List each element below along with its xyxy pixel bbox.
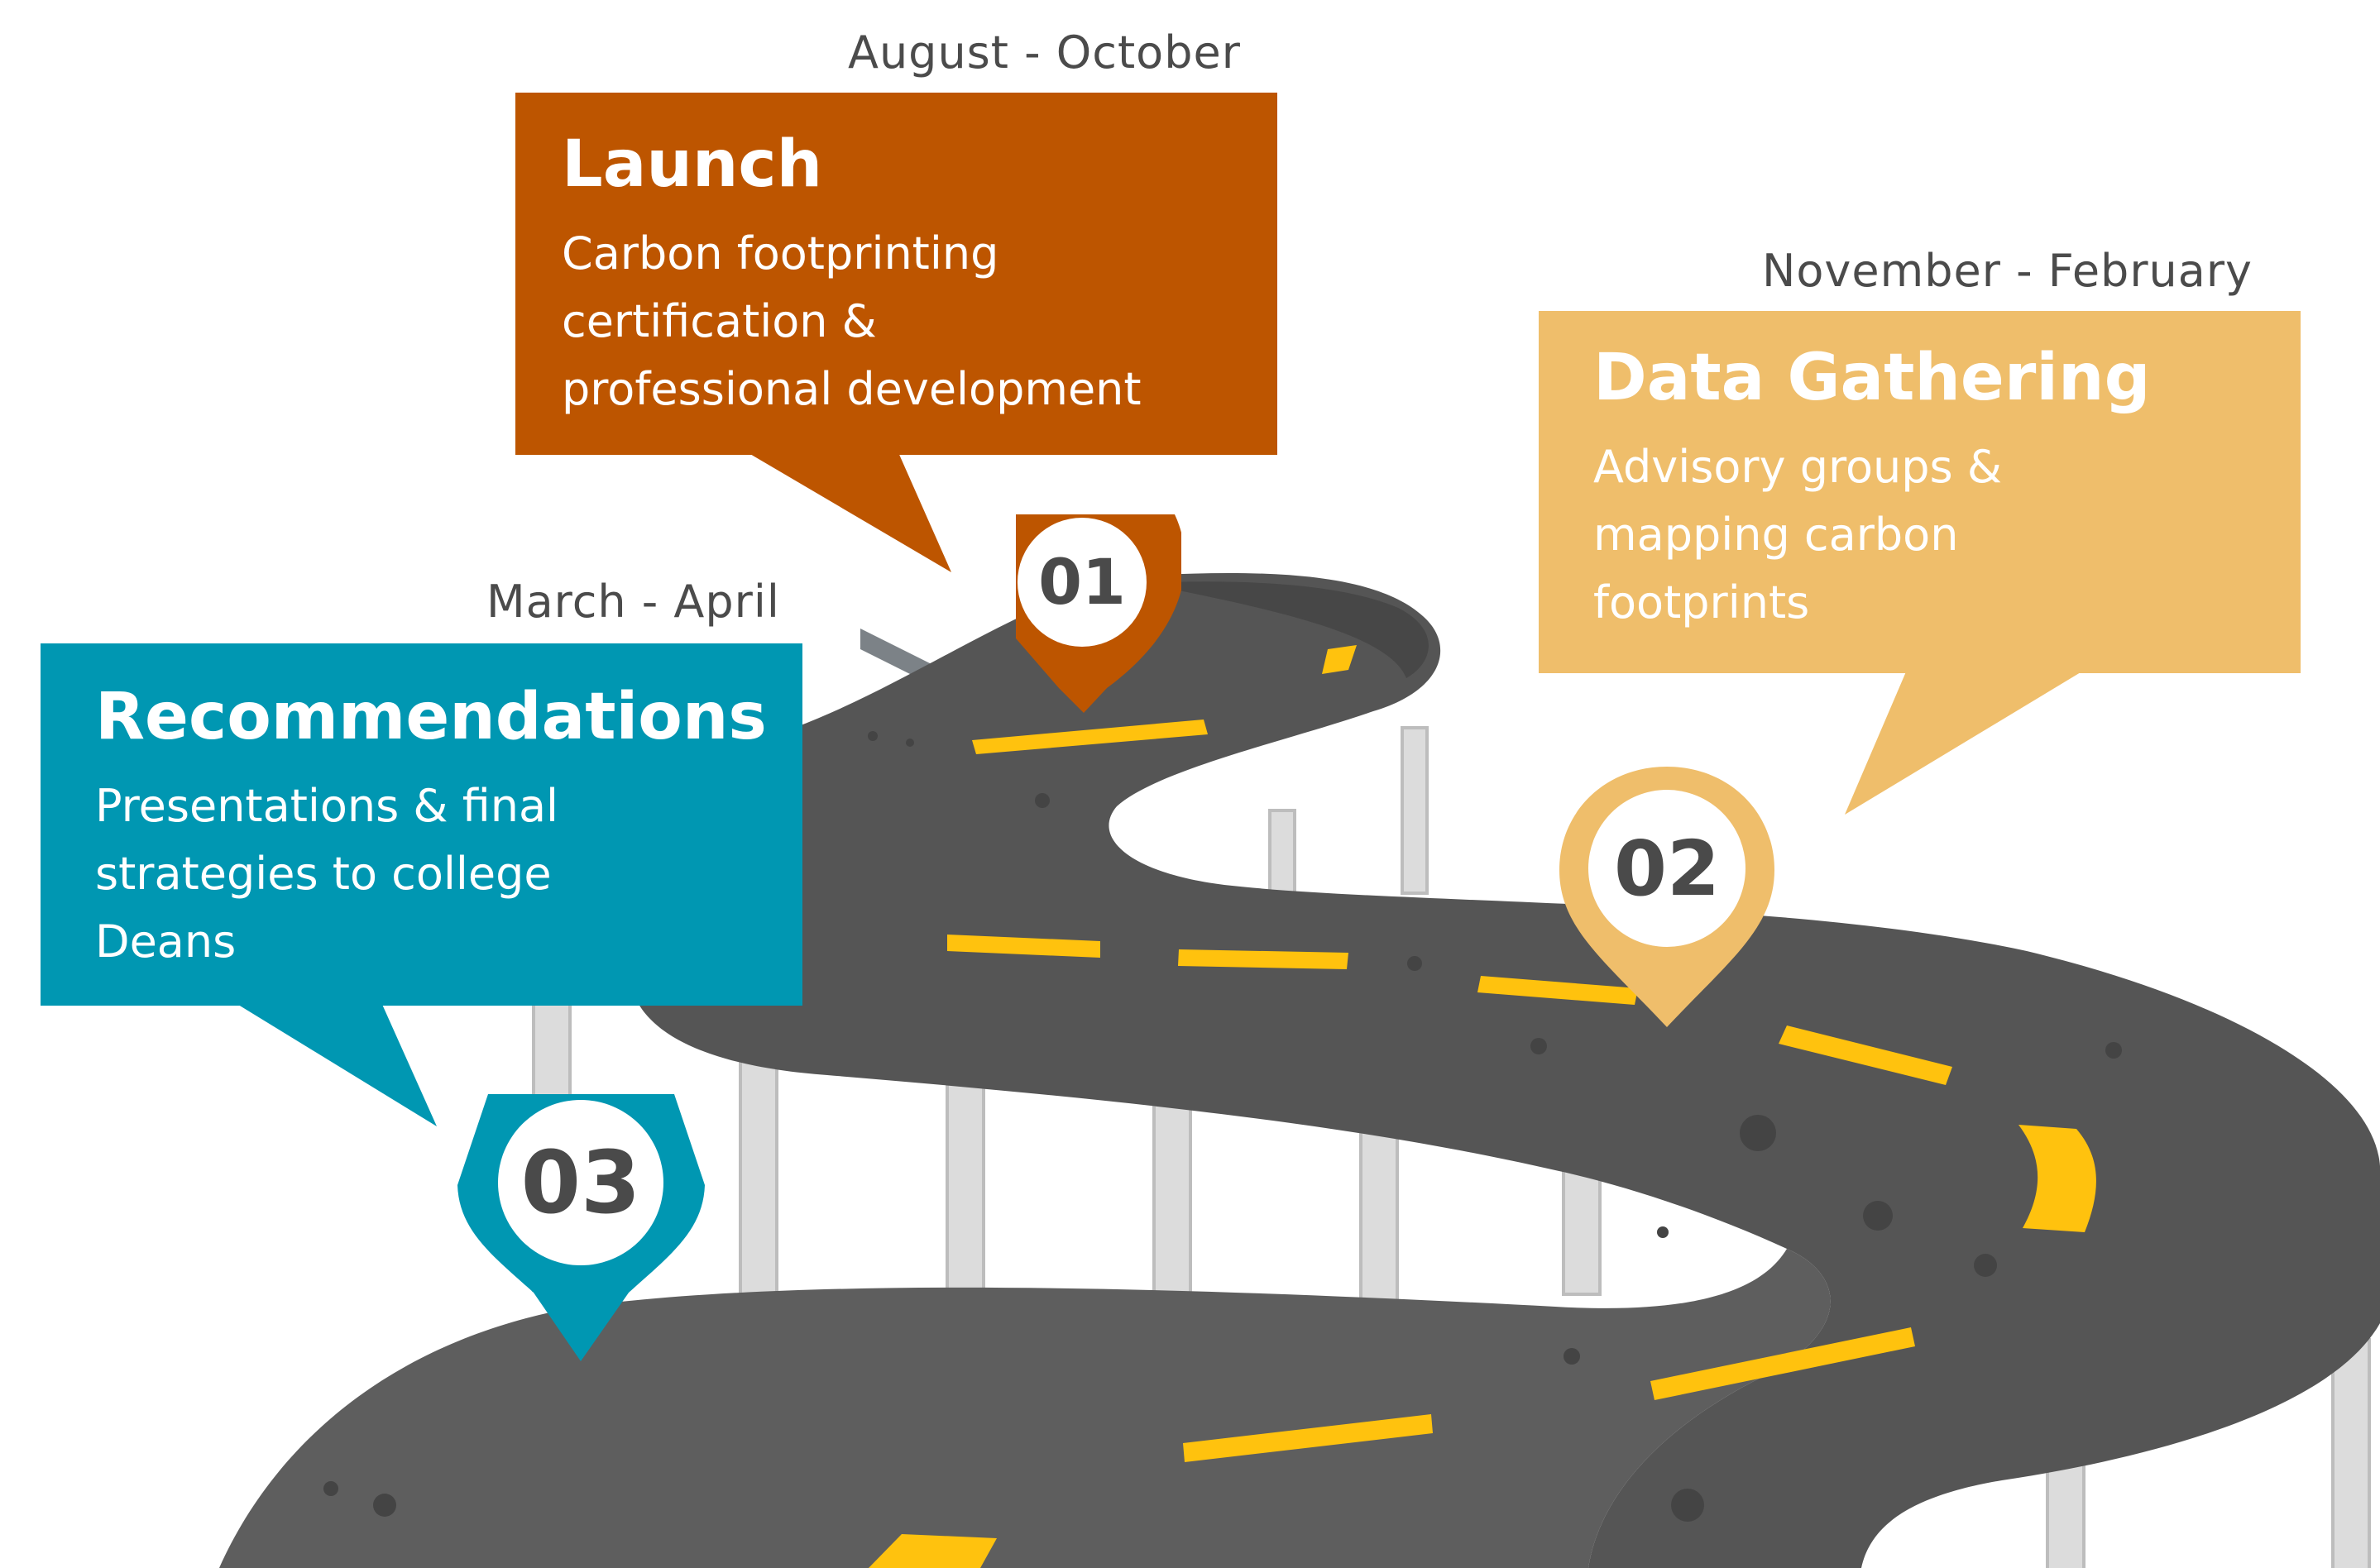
road-shadow [1142, 581, 1429, 678]
lane-markings [869, 645, 2096, 1568]
road-surface [629, 572, 2380, 1568]
stage-01-title: Launch [562, 127, 823, 202]
stage-02-card: Data Gathering Advisory groups & mapping… [1539, 311, 2301, 673]
stage-02-description: Advisory groups & mapping carbon footpri… [1593, 441, 2002, 629]
stage-01-pin: 01 [1016, 514, 1181, 713]
stage-01-card: Launch Carbon footprinting certification… [515, 93, 1277, 455]
stage-02-number: 02 [1614, 825, 1720, 913]
stage-03-description: Presentations & final strategies to coll… [95, 780, 559, 968]
stage-03-pin: 03 [457, 1094, 705, 1361]
stage-03-dates: March - April [486, 576, 780, 628]
stage-01-dates: August - October [848, 26, 1241, 79]
stage-03-title: Recommendations [95, 680, 767, 754]
stage-01-number: 01 [1038, 545, 1126, 619]
stage-03-card: Recommendations Presentations & final st… [41, 643, 802, 1006]
road-texture [323, 731, 2122, 1522]
stage-02-title: Data Gathering [1593, 341, 2151, 415]
stage-02-pin: 02 [1559, 767, 1774, 1027]
stage-01-description: Carbon footprinting certification & prof… [562, 227, 1142, 415]
stage-03-number: 03 [521, 1132, 641, 1233]
road-surface-lower [219, 1249, 1831, 1568]
stage-02-dates: November - February [1762, 245, 2253, 297]
